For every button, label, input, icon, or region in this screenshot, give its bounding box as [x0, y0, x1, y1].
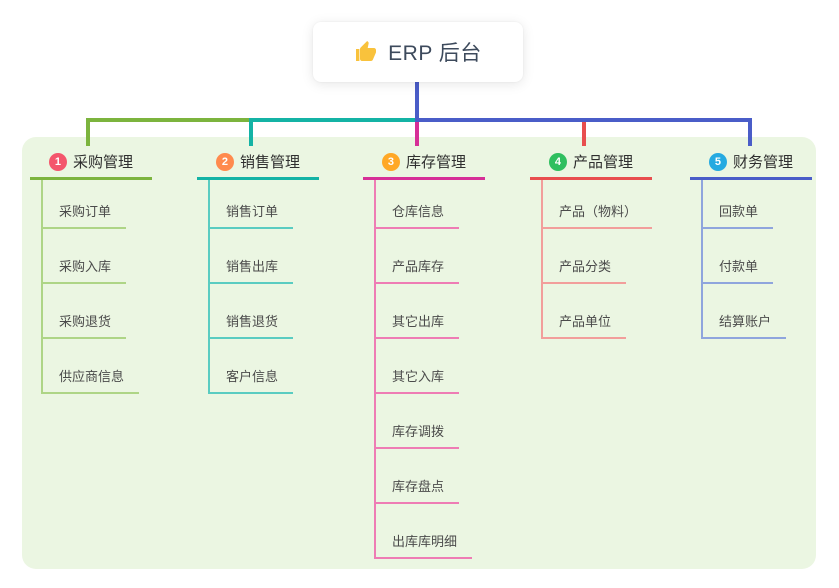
child-item[interactable]: 出库库明细 — [376, 504, 473, 559]
child-item-label: 销售退货 — [210, 311, 294, 339]
branch-title: 采购管理 — [72, 154, 133, 171]
root-node[interactable]: ERP 后台 — [313, 22, 523, 82]
branch-children: 销售订单销售出库销售退货客户信息 — [208, 180, 294, 394]
drop-line-product — [582, 122, 586, 146]
branch-finance: 5 财务管理 回款单付款单结算账户 — [690, 146, 812, 339]
connector-horizontal-blue — [415, 118, 752, 122]
branch-header[interactable]: 5 财务管理 — [690, 146, 812, 180]
branch-children: 仓库信息产品库存其它出库其它入库库存调拨库存盘点出库库明细 — [374, 180, 473, 559]
branch-header[interactable]: 3 库存管理 — [363, 146, 485, 180]
child-item[interactable]: 其它出库 — [376, 284, 472, 339]
child-item[interactable]: 销售退货 — [210, 284, 294, 339]
child-item[interactable]: 仓库信息 — [376, 180, 472, 229]
branch-product: 4 产品管理 产品（物料） 产品分类产品单位 — [530, 146, 653, 339]
branch-purchase: 1 采购管理 采购订单采购入库采购退货供应商信息 — [30, 146, 152, 394]
branch-children: 回款单付款单结算账户 — [701, 180, 787, 339]
drop-line-sales — [249, 118, 253, 146]
child-item-label: 回款单 — [703, 201, 774, 229]
child-item[interactable]: 产品单位 — [543, 284, 652, 339]
branch-header[interactable]: 2 销售管理 — [197, 146, 319, 180]
branch-number-badge: 5 — [708, 152, 727, 171]
branch-header[interactable]: 4 产品管理 — [530, 146, 652, 180]
root-stem-line — [415, 82, 419, 122]
child-item-label: 其它出库 — [376, 311, 460, 339]
child-item-label: 仓库信息 — [376, 201, 460, 229]
child-item-label: 产品分类 — [543, 256, 627, 284]
connector-horizontal-green — [86, 118, 253, 122]
child-item[interactable]: 产品分类 — [543, 229, 652, 284]
branch-children: 产品（物料） 产品分类产品单位 — [541, 180, 653, 339]
branch-title: 产品管理 — [572, 154, 633, 171]
branch-number-badge: 2 — [215, 152, 234, 171]
child-item-label: 结算账户 — [703, 311, 787, 339]
child-item[interactable]: 其它入库 — [376, 339, 472, 394]
branch-title: 财务管理 — [732, 154, 793, 171]
child-item-label: 出库库明细 — [376, 531, 473, 559]
child-item-label: 库存调拨 — [376, 421, 460, 449]
child-item-label: 采购入库 — [43, 256, 127, 284]
child-item-label: 销售订单 — [210, 201, 294, 229]
child-item[interactable]: 销售订单 — [210, 180, 294, 229]
root-title: ERP 后台 — [388, 42, 482, 65]
child-item[interactable]: 销售出库 — [210, 229, 294, 284]
child-item[interactable]: 采购退货 — [43, 284, 139, 339]
child-item[interactable]: 客户信息 — [210, 339, 294, 394]
child-item[interactable]: 产品（物料） — [543, 180, 653, 229]
thumbs-up-icon — [356, 41, 377, 61]
child-item-label: 库存盘点 — [376, 476, 460, 504]
connector-horizontal-teal — [249, 118, 417, 122]
child-item-label: 产品单位 — [543, 311, 627, 339]
child-item-label: 采购订单 — [43, 201, 127, 229]
child-item[interactable]: 库存调拨 — [376, 394, 472, 449]
branch-sales: 2 销售管理 销售订单销售出库销售退货客户信息 — [197, 146, 319, 394]
child-item[interactable]: 产品库存 — [376, 229, 472, 284]
branch-inventory: 3 库存管理 仓库信息产品库存其它出库其它入库库存调拨库存盘点出库库明细 — [363, 146, 485, 559]
child-item-label: 产品库存 — [376, 256, 460, 284]
child-item[interactable]: 结算账户 — [703, 284, 787, 339]
child-item-label: 销售出库 — [210, 256, 294, 284]
child-item[interactable]: 供应商信息 — [43, 339, 140, 394]
child-item[interactable]: 采购入库 — [43, 229, 139, 284]
child-item[interactable]: 库存盘点 — [376, 449, 472, 504]
child-item-label: 客户信息 — [210, 366, 294, 394]
child-item[interactable]: 回款单 — [703, 180, 786, 229]
child-item-label: 采购退货 — [43, 311, 127, 339]
branch-title: 库存管理 — [405, 154, 466, 171]
child-item[interactable]: 付款单 — [703, 229, 786, 284]
branch-children: 采购订单采购入库采购退货供应商信息 — [41, 180, 140, 394]
child-item-label: 供应商信息 — [43, 366, 140, 394]
child-item-label: 其它入库 — [376, 366, 460, 394]
child-item-label: 付款单 — [703, 256, 774, 284]
drop-line-purchase — [86, 118, 90, 146]
drop-line-inventory — [415, 122, 419, 146]
branch-header[interactable]: 1 采购管理 — [30, 146, 152, 180]
child-item-label: 产品（物料） — [543, 201, 653, 229]
drop-line-finance — [748, 118, 752, 146]
branch-number-badge: 1 — [48, 152, 67, 171]
branch-title: 销售管理 — [239, 154, 300, 171]
child-item[interactable]: 采购订单 — [43, 180, 139, 229]
branch-number-badge: 4 — [548, 152, 567, 171]
branch-number-badge: 3 — [381, 152, 400, 171]
canvas-background — [22, 137, 816, 569]
